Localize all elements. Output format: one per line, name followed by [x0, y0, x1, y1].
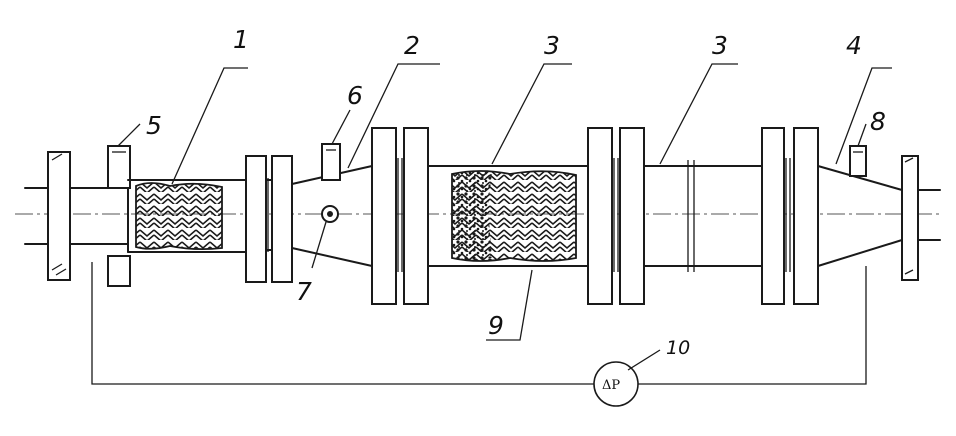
- packed-section-3: [427, 165, 589, 267]
- label-6: 6: [347, 81, 363, 110]
- leader-lines: [117, 63, 892, 371]
- label-3b: 3: [712, 31, 728, 60]
- pipe-section-3: [643, 160, 763, 272]
- label-2: 2: [404, 31, 420, 60]
- flange-pair-c: [587, 127, 645, 305]
- inlet-flange: [24, 151, 129, 281]
- label-3a: 3: [544, 31, 560, 60]
- differential-pressure-line: ΔP: [91, 262, 867, 407]
- label-4: 4: [846, 31, 862, 60]
- pressure-tap-5: [107, 145, 131, 287]
- cone-section-4: [817, 145, 941, 281]
- flange-pair-a: [245, 155, 293, 283]
- flange-pair-b: [371, 127, 429, 305]
- cone-section-2: [291, 143, 373, 267]
- label-7: 7: [296, 277, 312, 306]
- label-9: 9: [488, 311, 504, 340]
- flange-pair-d: [761, 127, 819, 305]
- packed-section-1: [127, 179, 251, 253]
- label-5: 5: [146, 111, 162, 140]
- label-10: 10: [666, 337, 690, 359]
- dp-gauge-icon: [593, 361, 639, 407]
- label-1: 1: [233, 25, 249, 54]
- label-8: 8: [870, 107, 886, 136]
- dp-label: ΔP: [602, 378, 620, 393]
